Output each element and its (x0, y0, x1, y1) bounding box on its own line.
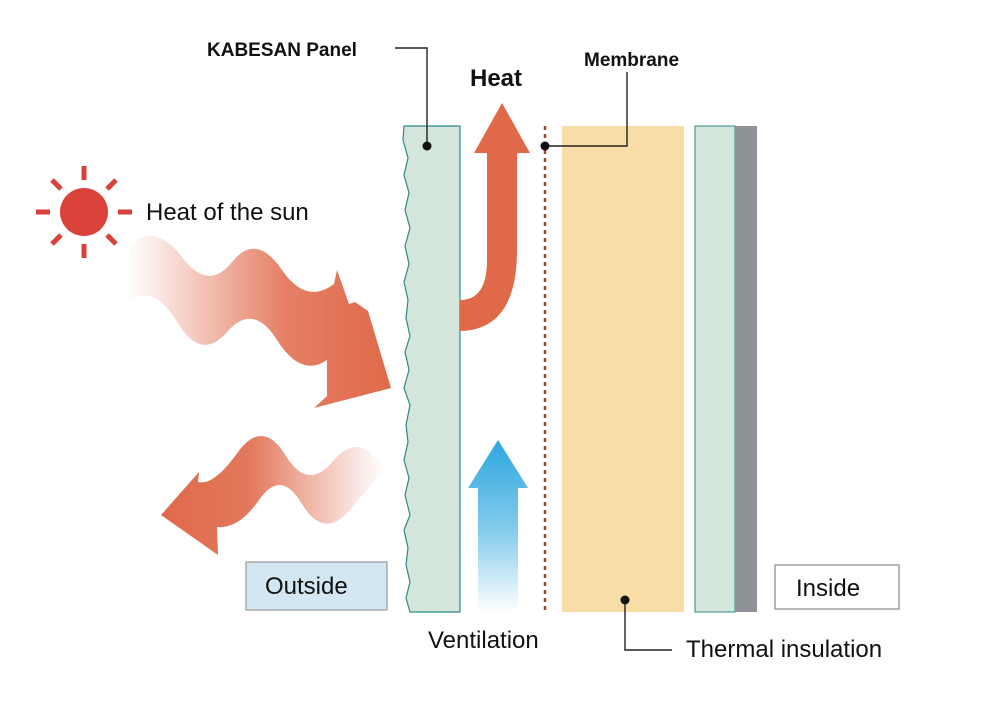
thermal-insulation-layer (562, 126, 684, 612)
heat-label: Heat (470, 65, 522, 92)
outside-box (245, 561, 388, 611)
kabesan-panel (402, 125, 461, 613)
inner-dark-layer (735, 126, 757, 612)
sun-heat-label: Heat of the sun (146, 199, 309, 226)
incoming-heat-wave-arrow (128, 235, 391, 408)
reflected-heat-wave-arrow (161, 435, 385, 555)
heat-rising-arrow (460, 103, 530, 331)
sun-icon (36, 166, 132, 258)
ventilation-arrow (468, 440, 528, 612)
inner-board-layer (694, 125, 736, 613)
membrane-leader (540, 72, 628, 151)
membrane-label: Membrane (584, 50, 679, 71)
inside-box (774, 564, 900, 610)
kabesan-panel-label: KABESAN Panel (207, 40, 357, 61)
outside-label: Outside (265, 573, 348, 600)
ventilation-label: Ventilation (428, 627, 539, 654)
panel-leader (395, 47, 432, 151)
insulation-leader (620, 595, 672, 651)
thermal-insulation-label: Thermal insulation (686, 636, 882, 663)
inside-label: Inside (796, 575, 860, 602)
